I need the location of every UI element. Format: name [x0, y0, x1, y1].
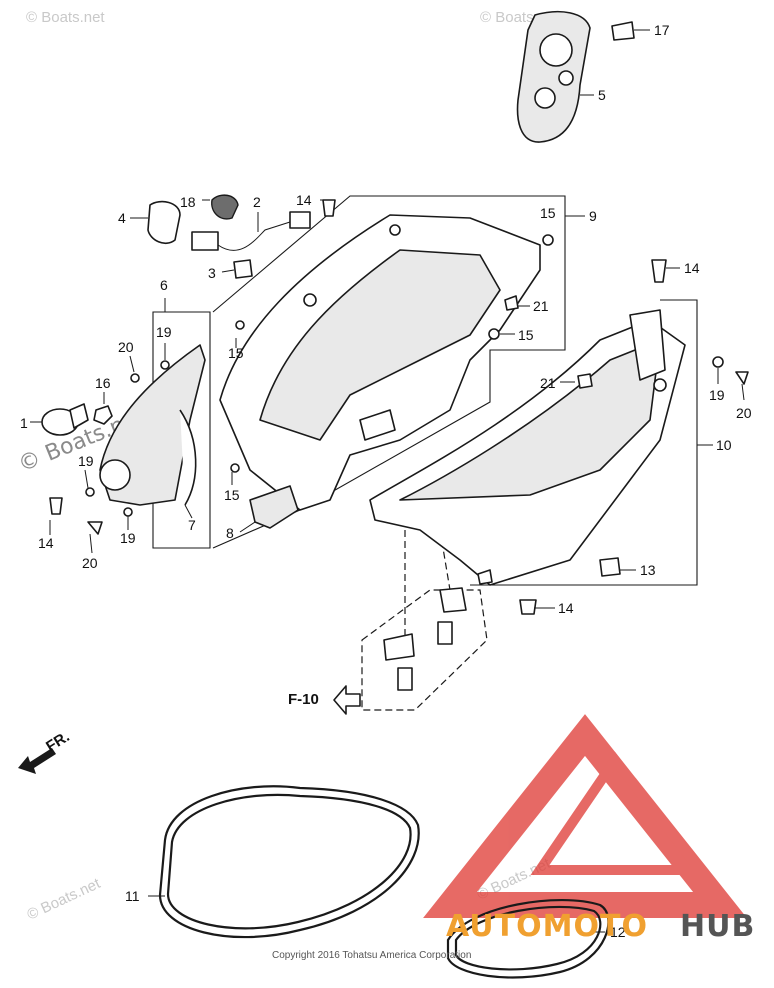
copyright-notice: Copyright 2016 Tohatsu America Corporati…: [272, 950, 471, 961]
watermark-bottom-left: © Boats.net: [25, 875, 104, 924]
callout-19-left: 19: [78, 453, 94, 469]
part-16-nut: [93, 405, 113, 425]
callout-20-lower: 20: [82, 555, 98, 571]
part-11-seal: [158, 785, 420, 939]
part-17-grommet: [611, 21, 635, 41]
callout-11: 11: [125, 888, 140, 904]
callout-15-right: 15: [518, 327, 534, 343]
callout-14-left: 14: [38, 535, 54, 551]
part-5-cover-plate: [516, 10, 591, 143]
dash-link-2: [439, 529, 451, 591]
callout-19-upper: 19: [156, 324, 172, 340]
part-6-side-cover: [99, 344, 206, 506]
callout-12: 12: [610, 924, 626, 940]
watermark-top-left: © Boats.net: [26, 9, 105, 26]
reference-f10: F-10: [288, 685, 361, 715]
callout-10: 10: [716, 437, 732, 453]
callout-20-upper: 20: [118, 339, 134, 355]
callout-14-bottom: 14: [558, 600, 574, 616]
callout-2: 2: [253, 194, 261, 210]
part-12-seal: [446, 899, 610, 979]
brand-wordmark: AUTOMOTO HUB: [446, 909, 755, 944]
front-arrow-icon: [18, 748, 56, 774]
reference-label: F-10: [288, 691, 319, 708]
frame-latch-parts: [361, 589, 488, 711]
callout-16: 16: [95, 375, 111, 391]
brand-word-a: AUTOMOTO: [446, 909, 648, 944]
callout-15-low: 15: [224, 487, 240, 503]
part-1-knob: [41, 403, 89, 436]
part-4-grommet: [147, 200, 181, 245]
callout-5: 5: [598, 87, 606, 103]
brand-word-b: HUB: [680, 909, 755, 944]
part-18-clip: [211, 194, 239, 220]
hardware: [49, 199, 749, 691]
callout-20-right: 20: [736, 405, 752, 421]
callout-14-right: 14: [684, 260, 700, 276]
callout-9: 9: [589, 208, 597, 224]
part-8-plate: [249, 485, 299, 529]
brand-triangle-logo: [423, 714, 747, 918]
front-indicator: FR.: [18, 728, 73, 774]
callout-15-top: 15: [540, 205, 556, 221]
callout-21-upper: 21: [533, 298, 549, 314]
leaders: [30, 29, 745, 933]
callout-14-top: 14: [296, 192, 312, 208]
callouts: 1 2 3 4 5 6 7 8 9 10 11 12 13 14 14 14 1…: [20, 22, 752, 940]
callout-19-lower: 19: [120, 530, 136, 546]
part-2-harness: [191, 211, 311, 251]
callout-21-lower: 21: [540, 375, 556, 391]
part-9-upper-cover: [219, 214, 541, 511]
callout-19-right: 19: [709, 387, 725, 403]
callout-4: 4: [118, 210, 126, 226]
callout-7: 7: [188, 517, 196, 533]
callout-6: 6: [160, 277, 168, 293]
reference-arrow-icon: [333, 685, 361, 715]
callout-1: 1: [20, 415, 28, 431]
callout-17: 17: [654, 22, 670, 38]
part-3-bracket: [233, 259, 253, 279]
frame-10: [470, 299, 698, 586]
callout-3: 3: [208, 265, 216, 281]
callout-13: 13: [640, 562, 656, 578]
callout-15-mid: 15: [228, 345, 244, 361]
callout-8: 8: [226, 525, 234, 541]
callout-18: 18: [180, 194, 196, 210]
part-10-lower-cover: [369, 309, 686, 586]
